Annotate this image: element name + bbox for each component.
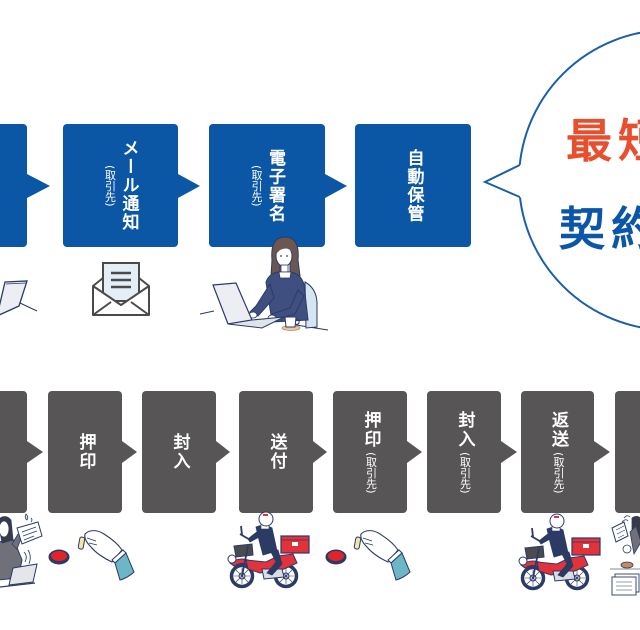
- stamp-pad-icon: [48, 549, 70, 565]
- headlight: [518, 556, 528, 566]
- bottom-step-box-partner-stamp: 押印 (取引先): [333, 391, 407, 513]
- stressed-worker-illustration: [0, 513, 43, 588]
- laptop-illustration: [0, 280, 38, 316]
- top-step-box-e-signature: (取引先) 電子署名: [209, 124, 325, 247]
- step-sub-label: (取引先): [552, 451, 565, 494]
- hanko-stamp: [353, 536, 362, 550]
- bottom-step-box-partial: [615, 391, 640, 513]
- stamp-pad-icon: [325, 549, 347, 565]
- courier-rider: [538, 513, 574, 578]
- suit: [629, 525, 640, 556]
- helmet: [549, 513, 565, 529]
- courier-motorbike-illustration: [227, 511, 310, 589]
- flow-arrow-icon: [122, 441, 140, 463]
- flow-arrow-icon: [501, 441, 520, 463]
- step-label: 送付: [266, 433, 287, 471]
- bike-body: [245, 553, 298, 574]
- headlight: [227, 554, 237, 564]
- callout-headline-shortest: 最短: [566, 114, 640, 168]
- callout-headline-contract: 契約: [559, 202, 640, 256]
- envelope-body: [92, 285, 150, 316]
- step-label: 返送: [548, 410, 568, 449]
- bottom-step-box-partner-return: 返送 (取引先): [521, 391, 594, 513]
- step-label: 封入: [169, 433, 190, 471]
- bubble-circle: [518, 31, 640, 329]
- bottom-step-box-partial: [0, 391, 27, 513]
- front-basket: [524, 545, 545, 560]
- flying-paper-icon: [611, 521, 629, 543]
- helmet: [258, 511, 274, 527]
- flow-arrow-icon: [27, 174, 53, 198]
- step-sub-label: (取引先): [364, 451, 378, 494]
- step-label: 押印: [360, 410, 381, 449]
- bottom-step-box-partner-enclose: 封入 (取引先): [427, 391, 501, 513]
- delivery-box: [571, 537, 601, 556]
- flow-arrow-icon: [178, 174, 203, 198]
- flow-arrow-icon: [325, 174, 350, 198]
- sweat-drop-icon: [24, 513, 33, 523]
- top-step-box-auto-storage: 自動保管: [355, 124, 471, 247]
- desk-edge: [19, 302, 38, 312]
- courier-rider: [247, 511, 283, 576]
- step-label: メール通知: [118, 139, 139, 232]
- step-sub-label: (取引先): [458, 451, 472, 494]
- envelope-icon: [92, 262, 150, 316]
- sleeve: [390, 552, 411, 581]
- bottom-step-box-send: 送付: [239, 391, 313, 513]
- paper-stack-icon: [611, 573, 640, 596]
- laptop: [0, 563, 38, 588]
- hand-with-hanko-illustration: [353, 530, 411, 581]
- coffee-cup: [281, 316, 301, 331]
- top-step-box-email-notice: (取引先) メール通知: [63, 124, 178, 247]
- flow-arrow-icon: [313, 441, 330, 463]
- step-sub-label: (取引先): [250, 164, 263, 207]
- flow-arrow-icon: [407, 441, 425, 463]
- step-sub-label: (取引先): [103, 164, 117, 207]
- flow-arrow-icon: [27, 441, 46, 463]
- delivery-box: [280, 535, 310, 554]
- top-step-box-partial: [0, 124, 27, 247]
- front-basket: [233, 543, 254, 558]
- courier-motorbike-illustration: [518, 513, 601, 591]
- step-label: 封入: [454, 410, 475, 449]
- step-label: 電子署名: [265, 148, 285, 223]
- flow-arrow-icon: [216, 441, 233, 463]
- fist: [622, 544, 632, 554]
- bottom-step-box-enclose: 封入: [142, 391, 216, 513]
- flow-arrow-icon: [594, 441, 613, 463]
- step-label: 押印: [75, 433, 96, 471]
- laptop-screen: [0, 280, 28, 316]
- hanko-stamp: [77, 536, 86, 550]
- bike-body: [536, 555, 589, 576]
- letter-icon: [102, 262, 140, 302]
- hand-with-hanko-illustration: [77, 530, 135, 581]
- stressed-worker-illustration: [610, 515, 640, 596]
- woman-at-laptop-illustration: [199, 236, 329, 331]
- bottom-step-box-stamp: 押印: [48, 391, 122, 513]
- sleeve: [114, 552, 135, 581]
- laptop: [212, 282, 285, 329]
- bubble-tail: [482, 164, 521, 198]
- step-label: 自動保管: [403, 148, 424, 223]
- face: [0, 520, 10, 538]
- paper-document-icon: [16, 521, 43, 545]
